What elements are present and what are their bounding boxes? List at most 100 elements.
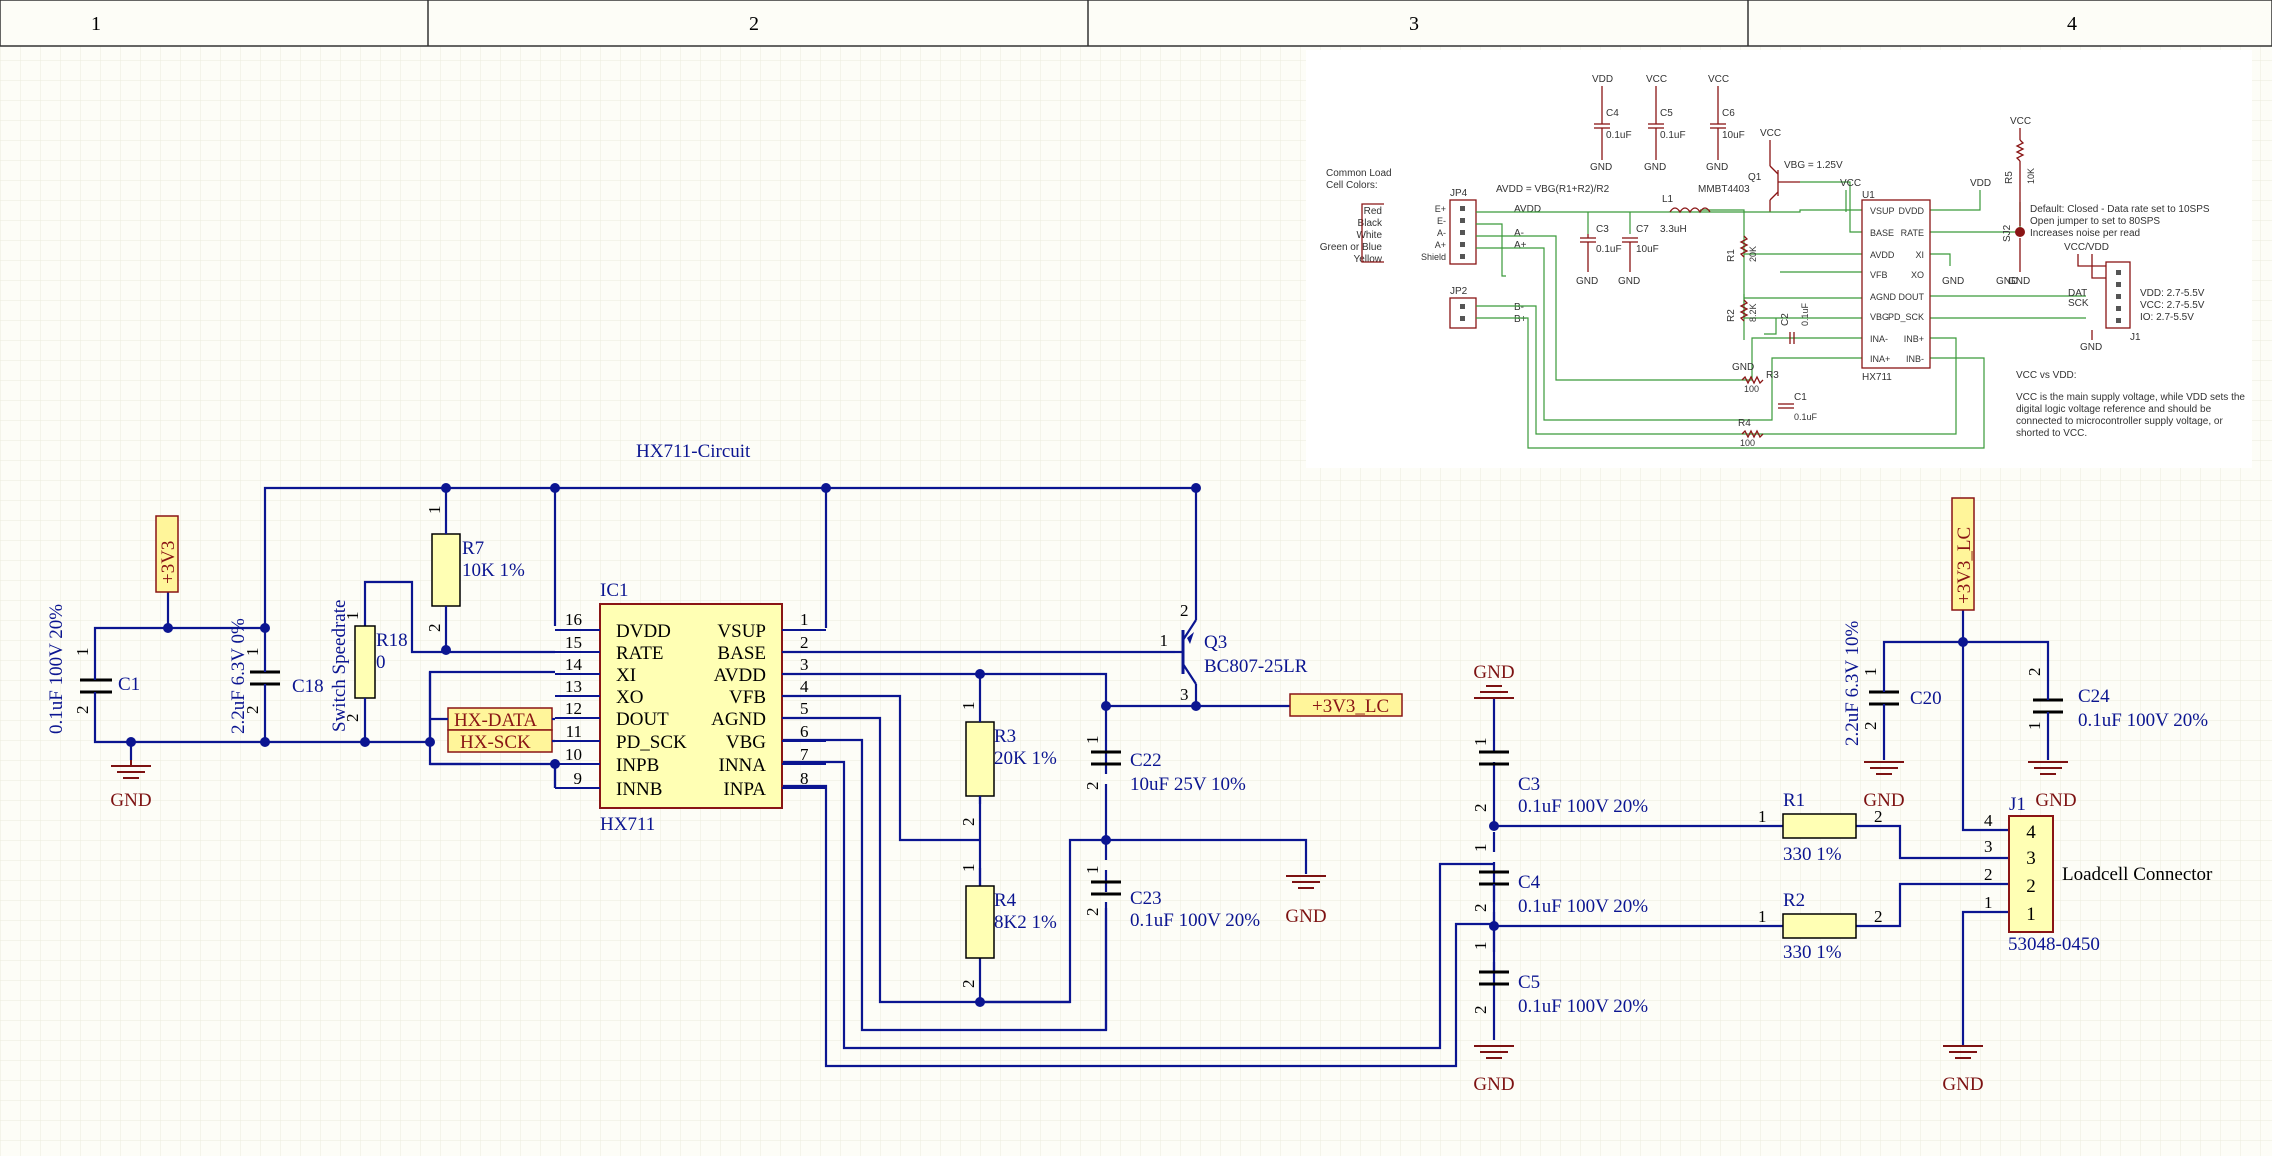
pin-number: 1 (73, 648, 92, 657)
ref-q1: VCC Q1 MMBT4403 VBG = 1.25V (1698, 128, 1843, 212)
ic1-pin-num: 13 (565, 677, 582, 696)
reference-schematic: VDD VCC VCC C4 0.1uF C5 0.1uF C6 10uF GN… (1306, 50, 2252, 468)
net-v3v3-lc-mid[interactable]: +3V3_LC (1289, 693, 1403, 717)
gnd-symbol-c20: GND (1863, 761, 1905, 811)
capacitor-c23: 1 2 C23 0.1uF 100V 20% (1083, 866, 1260, 932)
ic1-pin-name: XI (616, 665, 636, 686)
ref-text: Cell Colors: (1326, 180, 1378, 191)
ic1-ref: IC1 (600, 580, 629, 601)
ref-r3-r4-c1: R3 100 R4 100 C1 0.1uF (1738, 370, 1818, 448)
ref-jp4: JP4 E+ E- A- A+ Shield (1421, 188, 1477, 265)
ic1-pin-num: 16 (565, 610, 582, 629)
ref-text: VCC (1708, 74, 1729, 85)
resistor-r4: 1 2 R4 8K2 1% (959, 864, 1057, 989)
ref-text: 10uF (1636, 244, 1659, 255)
ref-text: SJ2 (2002, 224, 2013, 242)
ref-text: VBG (1870, 312, 1889, 322)
zone-header: 1 2 3 4 (0, 0, 2272, 47)
pin-number: 2 (1874, 907, 1883, 926)
pin-number: 1 (1471, 942, 1490, 951)
net-hx-sck[interactable]: HX-SCK (447, 729, 553, 753)
ref-text: VCC (1760, 128, 1781, 139)
pin-number: 1 (1160, 631, 1169, 650)
ref-text: 0.1uF (1606, 130, 1632, 141)
ref-text: AGND (1870, 292, 1897, 302)
net-label: +3V3_LC (1954, 527, 1975, 604)
r4-ref: R4 (994, 890, 1017, 911)
ref-text: AVDD = VBG(R1+R2)/R2 (1496, 184, 1610, 195)
ic1-body (599, 603, 783, 809)
gnd-label: GND (1285, 906, 1326, 927)
ic1-pin-name: DVDD (616, 621, 671, 642)
ref-text: White (1356, 230, 1382, 241)
c3-value: 0.1uF 100V 20% (1518, 796, 1648, 817)
pin-number: 1 (343, 612, 362, 621)
r4-value: 8K2 1% (994, 912, 1057, 933)
pin-number: 2 (1083, 782, 1102, 791)
zone-label-3: 3 (1409, 13, 1419, 35)
pin-number: 1 (1083, 736, 1102, 745)
ref-text: DOUT (1899, 292, 1925, 302)
pin-number: 1 (1861, 668, 1880, 677)
ref-text: PD_SCK (1888, 312, 1924, 322)
pin-number: 1 (1471, 844, 1490, 853)
capacitor-c24: 2 1 C24 0.1uF 100V 20% (2025, 668, 2208, 732)
ref-text: 8.2K (1748, 303, 1758, 322)
ref-text: VCC (2010, 116, 2031, 127)
gnd-symbol-c24: GND (2028, 761, 2077, 811)
net-v3v3-lc-right[interactable]: +3V3_LC (1951, 497, 1975, 611)
ref-l1: L1 3.3uH (1660, 194, 1711, 235)
r18-ref: R18 (376, 630, 408, 651)
ref-text: DAT (2068, 288, 2087, 299)
r7-value: 10K 1% (462, 560, 525, 581)
pin-number: 1 (1758, 907, 1767, 926)
pin-number: 2 (959, 980, 978, 989)
ref-text: 0.1uF (1660, 130, 1686, 141)
ref-text: U1 (1862, 190, 1875, 201)
j1-value: 53048-0450 (2008, 934, 2100, 955)
ref-text: GND (1942, 276, 1964, 287)
ic1-pin-name: DOUT (616, 709, 669, 730)
ref-text: C3 (1596, 224, 1609, 235)
net-hx-data[interactable]: HX-DATA (447, 707, 553, 731)
ic1-pin-name: AGND (711, 709, 766, 730)
capacitor-c20: 1 2 C20 2.2uF 6.3V 10% (1842, 621, 1942, 746)
r1-value: 330 1% (1783, 844, 1842, 865)
ic1-pin-num: 6 (800, 722, 809, 741)
gnd-symbol-j1: GND (1942, 1045, 1984, 1095)
ref-text: INB+ (1904, 334, 1924, 344)
ic1-pin-num: 10 (565, 745, 582, 764)
ic1-pin-name: INPB (616, 755, 659, 776)
net-v3v3-left: +3V3 (155, 515, 179, 593)
ref-text: Default: Closed - Data rate set to 10SPS (2030, 204, 2210, 215)
pin-number: 3 (1984, 837, 1993, 856)
capacitor-c4: 1 2 C4 0.1uF 100V 20% (1471, 844, 1648, 918)
ref-text: 0.1uF (1596, 244, 1622, 255)
ref-text: INA- (1870, 334, 1888, 344)
ref-text: SCK (2068, 298, 2089, 309)
ref-text: VCC is the main supply voltage, while VD… (2016, 392, 2245, 403)
gnd-label: GND (1863, 790, 1904, 811)
capacitor-c5: 1 2 C5 0.1uF 100V 20% (1471, 942, 1648, 1018)
pin-number: 2 (1861, 722, 1880, 731)
c18-value: 2.2uF 6.3V 0% (228, 618, 249, 734)
ref-text: GND (1996, 276, 2018, 287)
ref-text: IO: 2.7-5.5V (2140, 312, 2194, 323)
ref-text: A+ (1514, 240, 1527, 251)
ref-text: 10K (2026, 168, 2036, 184)
resistor-r18: 1 2 R18 0 Switch Speedrate (329, 600, 408, 732)
ref-text: INB- (1906, 354, 1924, 364)
ref-r1-r2-c2: R1 20K R2 8.2K C2 0.1uF GND (1726, 235, 1810, 373)
r18-note: Switch Speedrate (329, 600, 350, 732)
resistor-r1: 1 2 R1 330 1% (1758, 790, 1883, 865)
ref-text: Common Load (1326, 168, 1392, 179)
ic1-pin-num: 8 (800, 769, 809, 788)
r1-ref: R1 (1783, 790, 1805, 811)
ic1-pin-name: AVDD (714, 665, 766, 686)
r2-ref: R2 (1783, 890, 1805, 911)
pin-number: 2 (1874, 807, 1883, 826)
pin-number: 3 (1180, 685, 1189, 704)
pin-number: 1 (1083, 866, 1102, 875)
transistor-q3: 1 2 3 Q3 BC807-25LR (1160, 601, 1308, 704)
